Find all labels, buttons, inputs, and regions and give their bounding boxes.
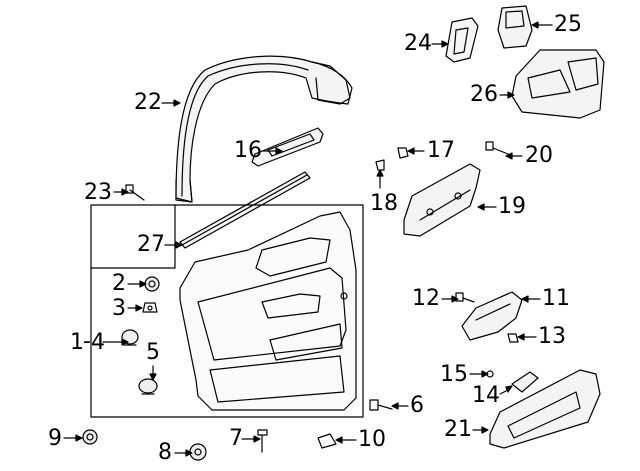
callout-14: 14 (472, 383, 500, 408)
part-23-screw (125, 184, 145, 201)
callout-18: 18 (370, 191, 398, 216)
callout-19: 19 (498, 194, 526, 219)
part-9-grommet (82, 429, 98, 445)
part-7-screw (257, 429, 268, 453)
callout-23: 23 (84, 180, 112, 205)
callout-24: 24 (404, 31, 432, 56)
callout-26: 26 (470, 82, 498, 107)
part-6-bolt (369, 399, 393, 411)
callout-3: 3 (112, 296, 126, 321)
callout-5: 5 (146, 340, 160, 365)
callout-25: 25 (554, 12, 582, 37)
part-24-bezel (445, 17, 479, 63)
part-13-nut (507, 333, 519, 343)
box-notch (90, 204, 176, 269)
part-20-bolt (485, 141, 509, 155)
callout-22: 22 (134, 90, 162, 115)
callout-13: 13 (538, 324, 566, 349)
callout-9: 9 (48, 426, 62, 451)
part-19-bracket (403, 163, 481, 237)
callout-20: 20 (525, 143, 553, 168)
callout-17: 17 (427, 138, 455, 163)
callout-1: 1 (70, 330, 84, 355)
callout-27: 27 (137, 232, 165, 257)
callout-16: 16 (234, 138, 262, 163)
part-26-master-switch (511, 49, 605, 119)
part-16-trim-strip (251, 127, 324, 167)
part-2-clip (144, 276, 160, 292)
callout-8: 8 (158, 440, 172, 465)
callout-4: 4 (91, 330, 105, 355)
callout-range-dash: - (83, 329, 91, 354)
part-18-clip (375, 159, 385, 171)
part-11-bracket (461, 291, 523, 341)
callout-12: 12 (412, 286, 440, 311)
leader-lines (63, 21, 553, 457)
part-27-weatherstrip (179, 171, 311, 249)
part-12-screw (455, 292, 475, 303)
callout-10: 10 (358, 427, 386, 452)
callout-11: 11 (542, 286, 570, 311)
part-25-switch (497, 5, 533, 49)
part-8-grommet (189, 443, 207, 461)
callout-15: 15 (440, 362, 468, 387)
part-10-clip (317, 433, 337, 449)
part-17-nut (397, 147, 409, 159)
callout-21: 21 (444, 417, 472, 442)
part-22-frame-moulding (175, 55, 353, 203)
callout-6: 6 (410, 393, 424, 418)
part-14-cap (511, 371, 539, 393)
part-21-armrest (489, 369, 601, 449)
part-3-clip (142, 302, 158, 313)
door-trim-panel (179, 211, 357, 411)
callout-7: 7 (229, 426, 243, 451)
door-panel-group-box (90, 204, 364, 418)
callout-2: 2 (112, 271, 126, 296)
part-5-clip (138, 378, 158, 395)
